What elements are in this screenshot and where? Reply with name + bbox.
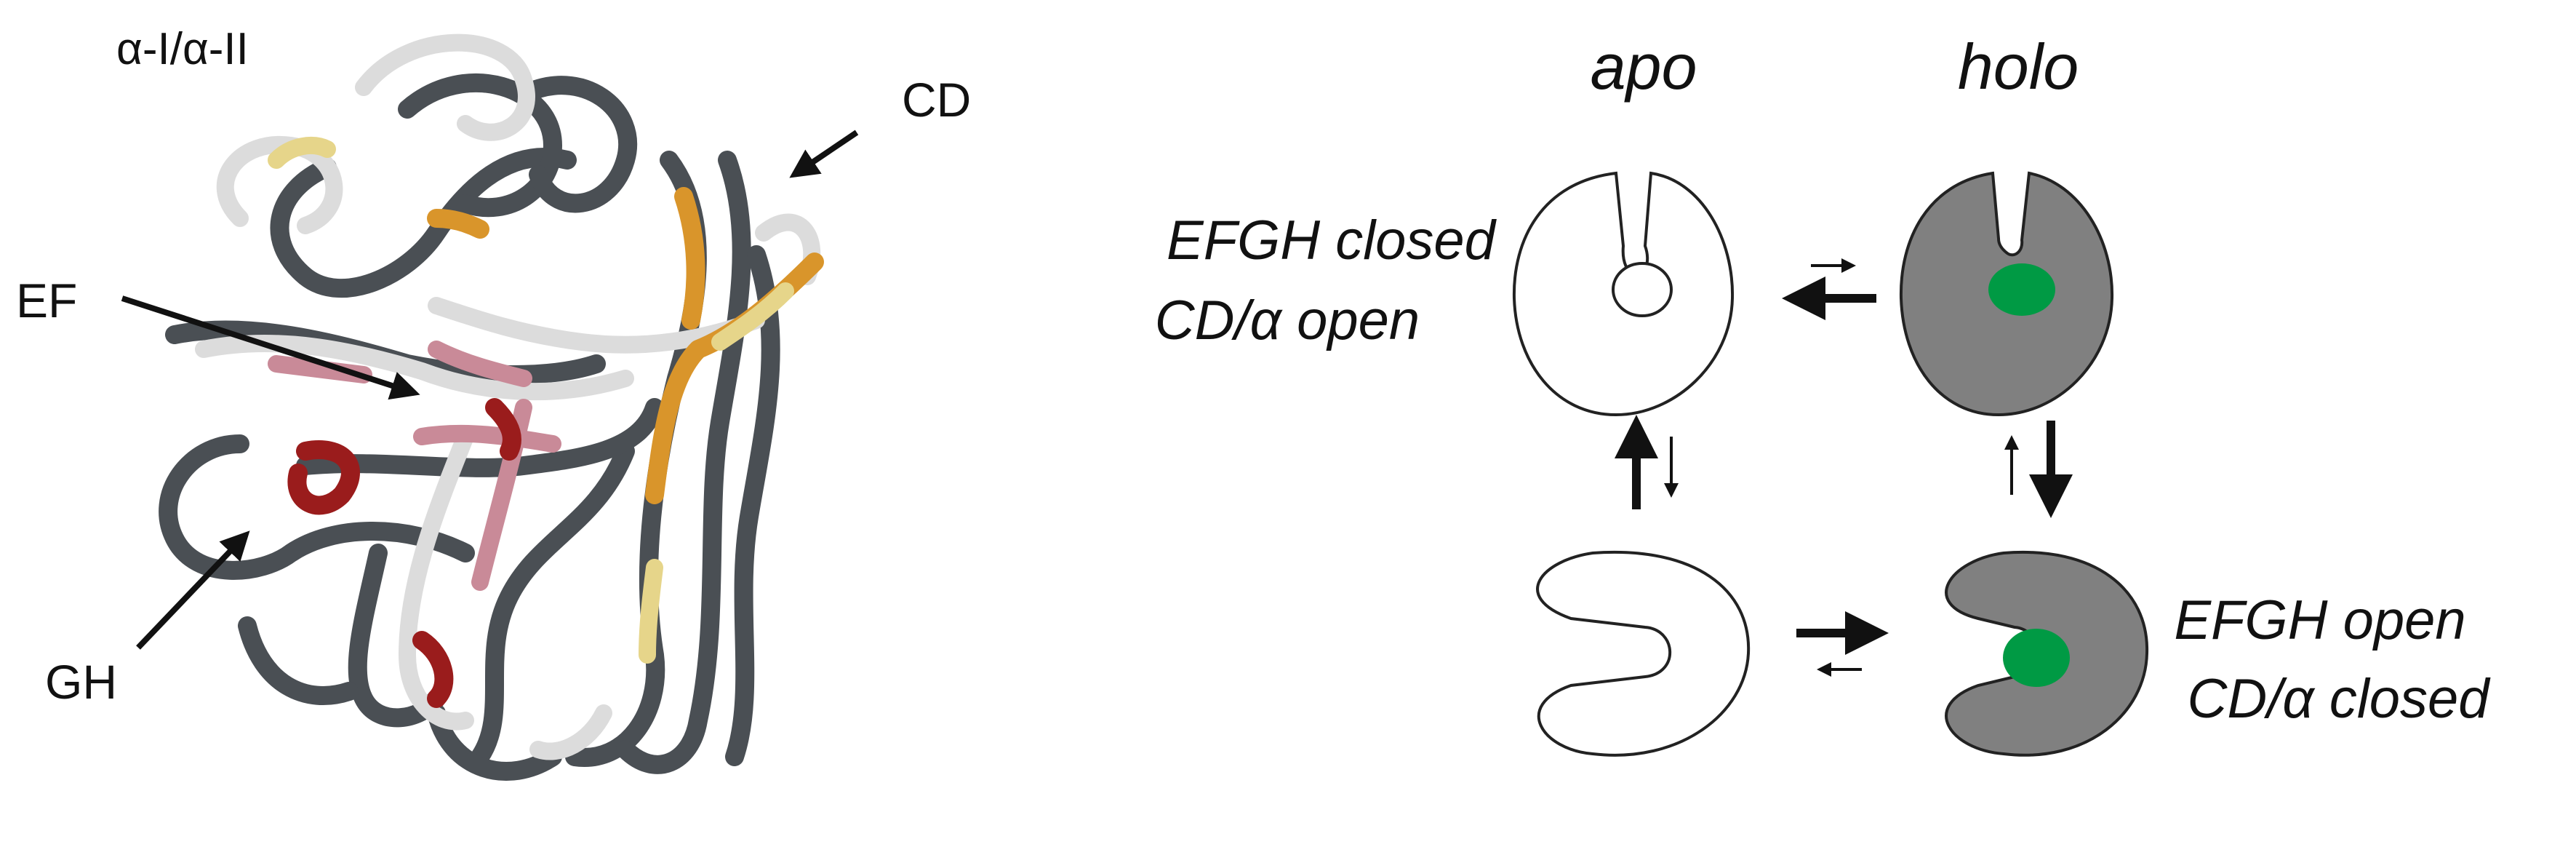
protein-structure <box>159 33 824 781</box>
state-top-line2: CD/α open <box>1155 290 1420 351</box>
label-gh: GH <box>45 655 117 709</box>
holo-open-ligand <box>2003 629 2070 687</box>
holo-closed-ligand <box>1988 263 2055 316</box>
protein-title: α-I/α-II <box>116 24 249 74</box>
holo-open-shape <box>1945 550 2149 757</box>
eq-arrows-top <box>1782 258 1876 320</box>
state-bottom-line2: CD/α closed <box>2187 668 2491 730</box>
apo-closed-pocket <box>1612 262 1673 317</box>
apo-label: apo <box>1591 31 1697 103</box>
apo-open-shape <box>1536 550 1751 757</box>
label-cd: CD <box>902 73 971 127</box>
arrow-gh <box>136 530 250 650</box>
holo-label: holo <box>1958 31 2079 103</box>
apo-closed-shape <box>1512 171 1735 417</box>
eq-arrows-right <box>2004 421 2073 518</box>
arrow-cd <box>789 130 859 178</box>
state-top-line1: EFGH closed <box>1167 210 1497 271</box>
eq-arrows-bottom <box>1796 611 1889 677</box>
label-ef: EF <box>16 274 77 327</box>
tube-red-segments <box>287 398 521 708</box>
eq-arrows-left <box>1615 415 1679 509</box>
state-bottom-line1: EFGH open <box>2174 589 2465 651</box>
holo-closed-shape <box>1899 171 2114 417</box>
arrow-ef <box>121 295 420 400</box>
tube-yellow-segments <box>268 137 794 664</box>
